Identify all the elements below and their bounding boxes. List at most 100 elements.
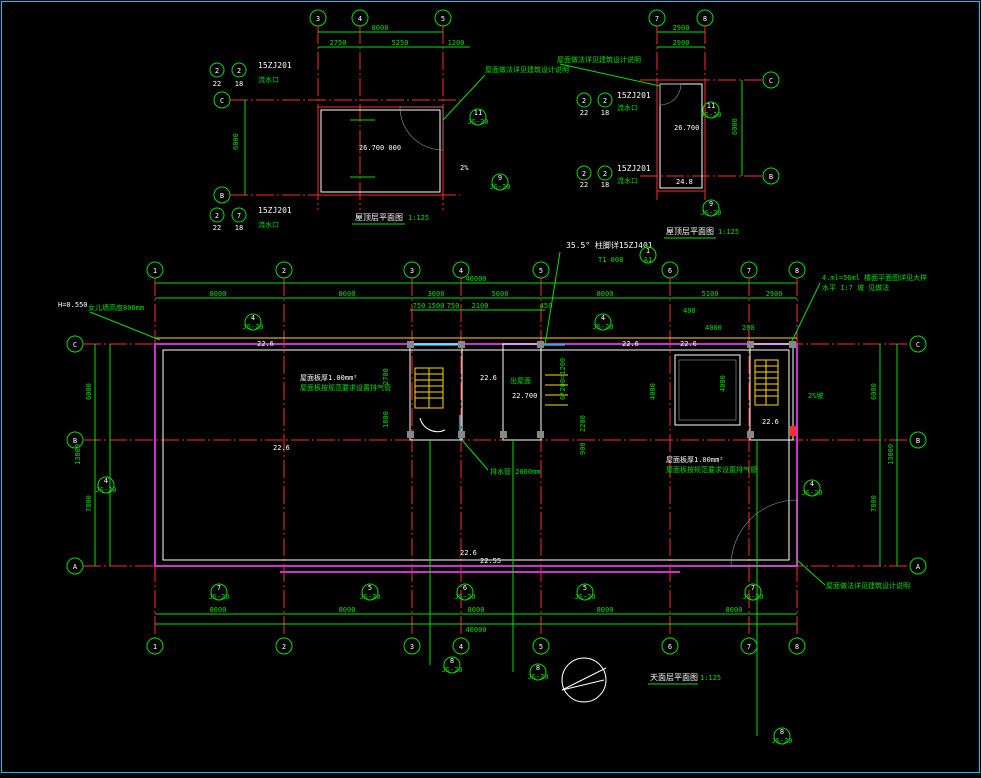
tr-title: 屋顶层平面图 xyxy=(666,227,714,236)
svg-text:JS-20: JS-20 xyxy=(95,486,116,494)
svg-text:5100: 5100 xyxy=(702,290,719,298)
grid-label-3: 3 xyxy=(410,267,414,275)
svg-text:5250: 5250 xyxy=(392,39,409,47)
svg-text:JS-20: JS-20 xyxy=(574,593,595,601)
svg-text:22.700: 22.700 xyxy=(512,392,537,400)
tl-grid-4: 4 xyxy=(351,9,369,210)
svg-text:1800: 1800 xyxy=(382,411,390,428)
svg-text:5: 5 xyxy=(583,584,587,592)
svg-text:24.8: 24.8 xyxy=(676,178,693,186)
grid-label-2: 2 xyxy=(282,643,286,651)
callout-6: 5JS-20 xyxy=(359,583,381,601)
svg-text:8000: 8000 xyxy=(339,290,356,298)
svg-text:6000: 6000 xyxy=(731,118,739,135)
svg-text:18: 18 xyxy=(601,109,609,117)
svg-text:2900: 2900 xyxy=(766,290,783,298)
svg-text:22: 22 xyxy=(213,224,221,232)
tl-badge-1: 2 2 22 18 15ZJ201 流水口 xyxy=(209,61,292,88)
svg-text:C: C xyxy=(769,77,773,85)
callout-5: 7JS-20 xyxy=(208,583,230,601)
svg-text:屋面板厚1.00mm²: 屋面板厚1.00mm² xyxy=(300,373,358,382)
svg-text:22.6: 22.6 xyxy=(622,340,639,348)
svg-text:出屋面: 出屋面 xyxy=(510,376,531,385)
svg-text:6*200=1200: 6*200=1200 xyxy=(559,358,567,400)
svg-text:2900: 2900 xyxy=(673,24,690,32)
svg-text:18: 18 xyxy=(235,80,243,88)
svg-text:8000: 8000 xyxy=(339,606,356,614)
svg-text:22: 22 xyxy=(580,181,588,189)
callout-3: 4JS-20 xyxy=(95,476,117,494)
svg-text:流水口: 流水口 xyxy=(258,75,279,84)
main-grid-A-left: A xyxy=(66,557,84,575)
svg-text:4: 4 xyxy=(251,314,255,322)
svg-text:450: 450 xyxy=(540,302,553,310)
tl-title: 屋顶层平面图 xyxy=(355,213,403,222)
svg-text:8000: 8000 xyxy=(210,290,227,298)
north-arrow-icon xyxy=(561,657,607,703)
svg-text:8000: 8000 xyxy=(597,606,614,614)
svg-text:5: 5 xyxy=(441,15,445,23)
svg-text:JS-20: JS-20 xyxy=(801,489,822,497)
svg-text:8000: 8000 xyxy=(726,606,743,614)
svg-text:1: 1 xyxy=(646,247,650,255)
svg-text:JS-20: JS-20 xyxy=(489,183,510,191)
svg-text:750: 750 xyxy=(447,302,460,310)
svg-text:8: 8 xyxy=(450,657,454,665)
svg-text:7: 7 xyxy=(751,584,755,592)
svg-text:2: 2 xyxy=(582,97,586,105)
svg-text:1200: 1200 xyxy=(448,39,465,47)
svg-text:B: B xyxy=(73,437,77,445)
svg-text:4: 4 xyxy=(358,15,362,23)
grid-label-2: 2 xyxy=(282,267,286,275)
svg-text:8000: 8000 xyxy=(210,606,227,614)
svg-text:22.6: 22.6 xyxy=(680,340,697,348)
svg-text:C: C xyxy=(73,341,77,349)
svg-text:JS-20: JS-20 xyxy=(208,593,229,601)
svg-text:H=0.550: H=0.550 xyxy=(58,301,88,309)
main-grid-A-right: A xyxy=(909,557,927,575)
svg-text:流水口: 流水口 xyxy=(617,176,638,185)
svg-text:1:125: 1:125 xyxy=(700,674,721,682)
main-grid-B-right: B xyxy=(909,431,927,449)
svg-text:26.700: 26.700 xyxy=(674,124,699,132)
svg-text:1:125: 1:125 xyxy=(408,214,429,222)
grid-bubble-6 xyxy=(661,637,679,655)
svg-text:13800: 13800 xyxy=(887,444,895,465)
callout-9: 7JS-20 xyxy=(742,583,764,601)
svg-text:40000: 40000 xyxy=(465,275,486,283)
svg-text:18: 18 xyxy=(601,181,609,189)
callout-8: 5JS-20 xyxy=(574,583,596,601)
grid-bubble-5 xyxy=(532,637,550,655)
grid-label-6: 6 xyxy=(668,643,672,651)
svg-text:2: 2 xyxy=(603,97,607,105)
svg-text:6: 6 xyxy=(463,584,467,592)
svg-text:2700: 2700 xyxy=(382,368,390,385)
svg-text:22.55: 22.55 xyxy=(480,557,501,565)
svg-text:35.5° 柱脚详15ZJ401: 35.5° 柱脚详15ZJ401 xyxy=(566,240,653,250)
svg-text:流水口: 流水口 xyxy=(258,220,279,229)
svg-text:A: A xyxy=(73,563,78,571)
tr-badge-1: 2 2 22 18 15ZJ201 流水口 xyxy=(576,91,651,117)
svg-text:3000: 3000 xyxy=(428,290,445,298)
svg-text:JS-20: JS-20 xyxy=(742,593,763,601)
svg-text:JS-20: JS-20 xyxy=(467,118,488,126)
svg-text:5000: 5000 xyxy=(492,290,509,298)
svg-text:3: 3 xyxy=(316,15,320,23)
svg-text:2200: 2200 xyxy=(579,415,587,432)
grid-bubble-2 xyxy=(275,637,293,655)
svg-text:8: 8 xyxy=(780,728,784,736)
svg-text:8: 8 xyxy=(536,664,540,672)
svg-text:2: 2 xyxy=(237,67,241,75)
callout-1: 4JS-20 xyxy=(242,313,264,331)
svg-text:22.6: 22.6 xyxy=(762,418,779,426)
svg-text:7: 7 xyxy=(655,15,659,23)
svg-text:13800: 13800 xyxy=(74,444,82,465)
svg-text:4: 4 xyxy=(810,480,814,488)
svg-text:4000: 4000 xyxy=(649,383,657,400)
svg-text:流水口: 流水口 xyxy=(617,103,638,112)
svg-text:4.ml=56ml 楼面平面图详见大样: 4.ml=56ml 楼面平面图详见大样 xyxy=(822,273,927,282)
svg-text:2: 2 xyxy=(215,67,219,75)
svg-text:排水管 2000mm: 排水管 2000mm xyxy=(490,467,541,476)
svg-text:B: B xyxy=(220,192,224,200)
svg-text:2%: 2% xyxy=(460,164,469,172)
